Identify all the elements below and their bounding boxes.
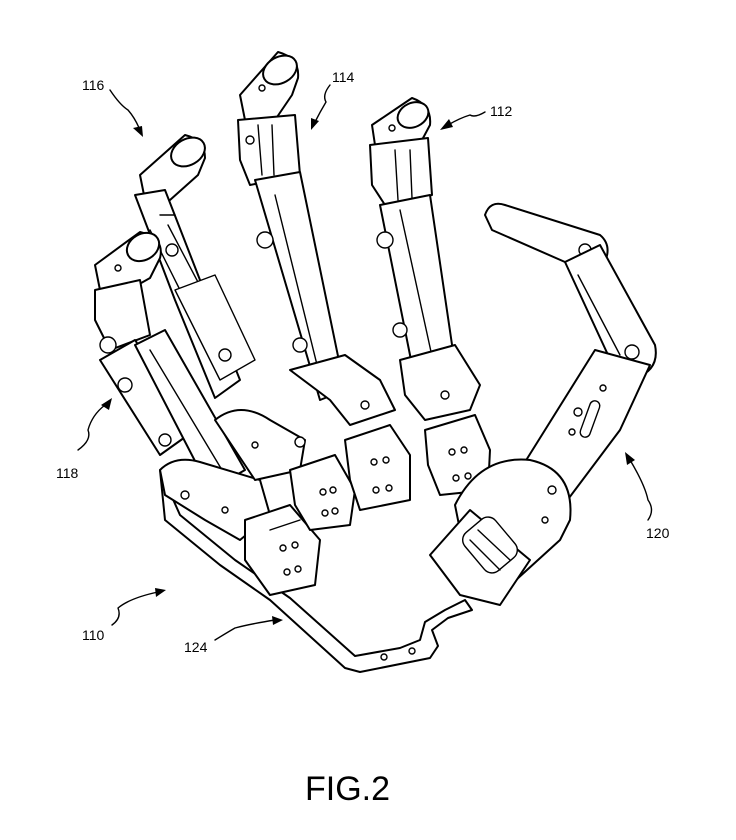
label-110: 110 [82,627,105,643]
label-114: 114 [332,69,355,85]
thumb-120 [429,202,657,606]
reference-labels: 116 114 112 118 120 110 124 [56,69,670,655]
label-118: 118 [56,465,79,481]
palm-base-plate [159,469,473,673]
finger-114 [237,51,396,426]
finger-116 [134,134,256,399]
figure-caption: FIG.2 [305,770,390,808]
label-112: 112 [490,103,513,119]
leader-lines [77,84,653,641]
palm-knuckle-blocks [159,390,491,596]
label-120: 120 [646,525,670,541]
finger-112 [369,97,481,421]
label-124: 124 [184,639,208,655]
finger-118 [94,231,246,491]
label-116: 116 [82,77,105,93]
